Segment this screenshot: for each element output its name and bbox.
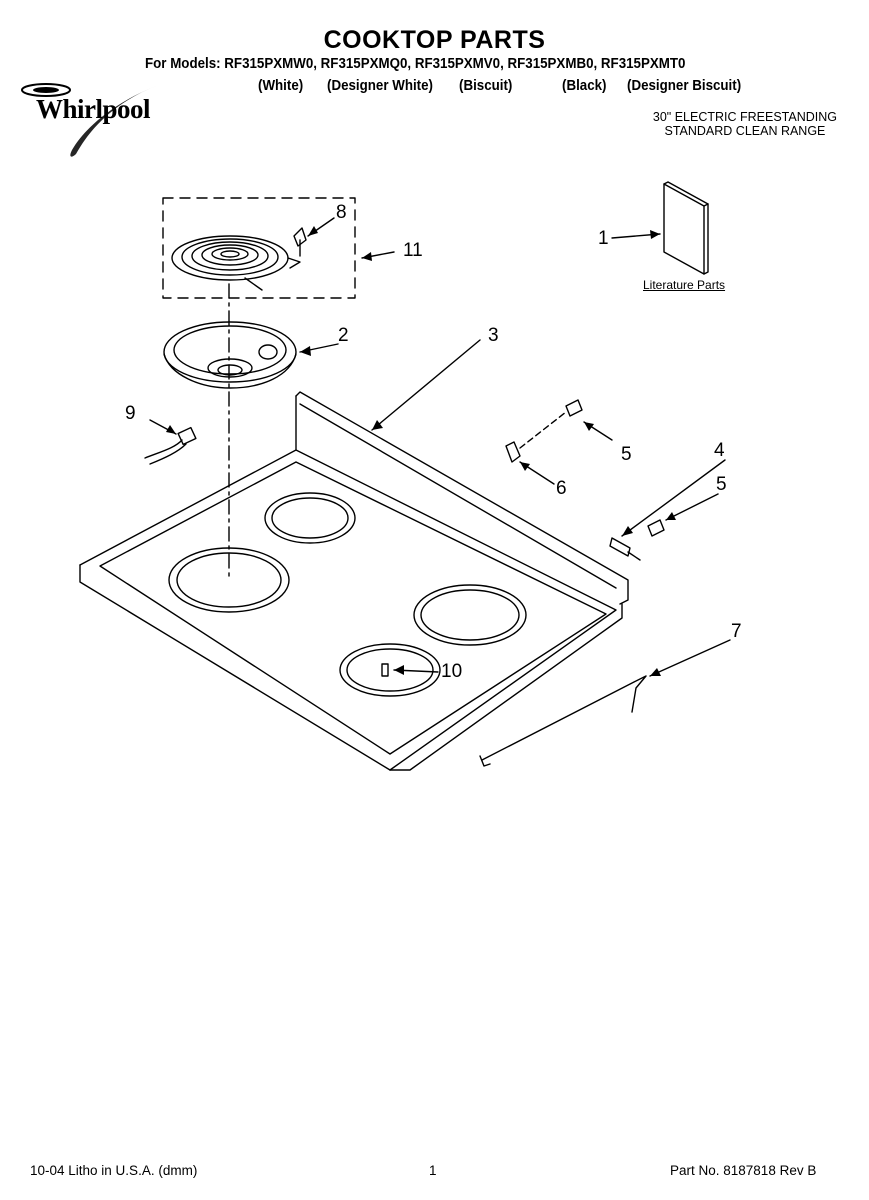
clip-4 [609, 537, 631, 557]
bracket-6 [505, 441, 521, 463]
color-biscuit: (Biscuit) [459, 78, 513, 94]
page-title: COOKTOP PARTS [323, 26, 546, 54]
callout-2: 2 [338, 325, 349, 346]
callout-9: 9 [125, 403, 136, 424]
cooktop-panel [79, 391, 629, 771]
color-black: (Black) [562, 78, 607, 94]
range-line-1: 30" ELECTRIC FREESTANDING [652, 110, 837, 124]
wire-terminal [144, 426, 197, 465]
range-line-2: STANDARD CLEAN RANGE [664, 124, 826, 138]
callout-6: 6 [556, 478, 567, 499]
literature-parts-label: Literature Parts [643, 278, 726, 292]
callout-1: 1 [598, 228, 609, 249]
footer-part-number: Part No. 8187818 Rev B [670, 1163, 817, 1178]
screw-5-lower [647, 519, 665, 537]
footer-litho: 10-04 Litho in U.S.A. (dmm) [30, 1163, 198, 1178]
screw-5-upper [565, 399, 583, 417]
literature-booklet [663, 181, 709, 275]
element-assembly-box [162, 197, 356, 299]
callout-7: 7 [731, 621, 742, 642]
whirlpool-logo [21, 83, 156, 157]
surface-element [171, 235, 301, 291]
callout-4: 4 [714, 440, 725, 461]
callout-10: 10 [441, 661, 463, 682]
callout-5-lower: 5 [716, 474, 727, 495]
callout-11: 11 [403, 240, 423, 261]
range-description: 30" ELECTRIC FREESTANDING STANDARD CLEAN… [653, 110, 837, 138]
rod-7 [481, 675, 647, 761]
terminal-part [293, 227, 307, 247]
models-line: For Models: RF315PXMW0, RF315PXMQ0, RF31… [145, 56, 686, 72]
screw-10 [381, 663, 389, 677]
callout-3: 3 [488, 325, 499, 346]
color-designer-white: (Designer White) [327, 78, 433, 94]
footer-page-number: 1 [429, 1163, 437, 1178]
callout-8: 8 [336, 202, 347, 223]
drip-bowl [163, 321, 297, 389]
brand-logo-text: Whirlpool [36, 94, 151, 124]
color-designer-biscuit: (Designer Biscuit) [627, 78, 742, 94]
callout-5-upper: 5 [621, 444, 632, 465]
color-white: (White) [258, 78, 304, 94]
